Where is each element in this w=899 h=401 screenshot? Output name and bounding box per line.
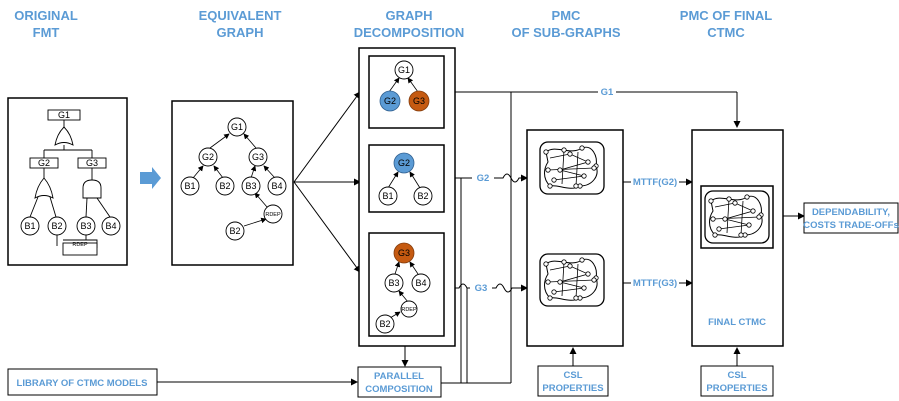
- csl-properties-box-1: CSL PROPERTIES: [537, 365, 609, 397]
- sub2-g2-label: G2: [398, 158, 410, 168]
- eg-b1-label: B1: [184, 181, 195, 191]
- or-gate-icon: [54, 126, 74, 146]
- parallel-line: COMPOSITION: [365, 384, 433, 395]
- output-line: DEPENDABILITY,: [812, 207, 890, 218]
- final-ctmc-panel: FINAL CTMC: [691, 129, 784, 347]
- connector-mttf-g3-label: MTTF(G3): [633, 278, 677, 289]
- parallel-composition-box: PARALLEL COMPOSITION: [357, 366, 442, 398]
- connector-g1-label: G1: [601, 87, 614, 98]
- header-line: OF SUB-GRAPHS: [511, 25, 620, 40]
- final-ctmc-model-icon: [704, 190, 770, 244]
- header-pmc-final: PMC OF FINAL CTMC: [680, 8, 772, 40]
- pmc-subgraphs-panel: [526, 129, 624, 347]
- sub3-rdep-label: RDEP: [401, 307, 417, 313]
- csl1-line: PROPERTIES: [542, 383, 603, 394]
- header-line: PMC: [552, 8, 582, 23]
- eg-g3-label: G3: [252, 152, 264, 162]
- sub3-g3-label: G3: [398, 248, 410, 258]
- library-box: LIBRARY OF CTMC MODELS: [7, 368, 158, 396]
- connector-mttf-g2-label: MTTF(G2): [633, 177, 677, 188]
- eg-b3-label: B3: [245, 181, 256, 191]
- rdep-gate: [62, 242, 98, 256]
- eg-g1-label: G1: [231, 122, 243, 132]
- fmt-b3-label: B3: [80, 221, 91, 231]
- eg-rdep-label: RDEP: [265, 212, 281, 218]
- transform-arrow-icon: [140, 167, 161, 189]
- equivalent-graph-panel: G1 G2 G3 B1 B2 B3 B4 RDEP B2: [171, 100, 294, 266]
- connector-g3-label: G3: [475, 283, 488, 294]
- header-line: FMT: [33, 25, 60, 40]
- header-line: EQUIVALENT: [199, 8, 282, 23]
- header-original-fmt: ORIGINAL FMT: [14, 8, 78, 40]
- final-ctmc-label: FINAL CTMC: [708, 317, 766, 328]
- ctmc-g3-model-icon: [539, 253, 605, 307]
- csl1-line: CSL: [564, 370, 583, 381]
- fmt-b2-label: B2: [51, 221, 62, 231]
- header-line: ORIGINAL: [14, 8, 78, 23]
- sub1-g1-label: G1: [398, 65, 410, 75]
- eg-g2-label: G2: [202, 152, 214, 162]
- header-equivalent-graph: EQUIVALENT GRAPH: [199, 8, 282, 40]
- or-gate-icon: [34, 177, 54, 199]
- header-line: CTMC: [707, 25, 745, 40]
- output-box: DEPENDABILITY, COSTS TRADE-OFFs: [803, 202, 899, 234]
- fmt-panel: G1 G2 G3 B1 B2 B3 B4 RDEP: [7, 97, 128, 266]
- library-label: LIBRARY OF CTMC MODELS: [17, 378, 148, 389]
- ctmc-g2-model-icon: [539, 141, 605, 195]
- csl2-line: CSL: [728, 370, 747, 381]
- sub1-g2-label: G2: [384, 96, 396, 106]
- parallel-line: PARALLEL: [374, 371, 424, 382]
- header-line: PMC OF FINAL: [680, 8, 772, 23]
- fmt-rdep-label: RDEP: [72, 242, 88, 248]
- header-line: DECOMPOSITION: [354, 25, 465, 40]
- output-line: COSTS TRADE-OFFs: [803, 220, 899, 231]
- sub2-b1-label: B1: [382, 191, 393, 201]
- eg-b2-label: B2: [219, 181, 230, 191]
- csl-properties-box-2: CSL PROPERTIES: [700, 365, 774, 397]
- fmt-g2-label: G2: [38, 158, 50, 168]
- fmt-g3-label: G3: [86, 158, 98, 168]
- sub2-b2-label: B2: [417, 191, 428, 201]
- sub3-b4-label: B4: [415, 278, 426, 288]
- eg-b4-label: B4: [271, 181, 282, 191]
- sub3-b2-label: B2: [379, 319, 390, 329]
- sub1-g3-label: G3: [413, 96, 425, 106]
- header-pmc-subgraphs: PMC OF SUB-GRAPHS: [511, 8, 620, 40]
- fmt-b4-label: B4: [105, 221, 116, 231]
- connector-g2-label: G2: [477, 173, 490, 184]
- fmt-b1-label: B1: [24, 221, 35, 231]
- eg-b2b-label: B2: [229, 226, 240, 236]
- sub3-b3-label: B3: [388, 278, 399, 288]
- header-line: GRAPH: [386, 8, 433, 23]
- header-line: GRAPH: [217, 25, 264, 40]
- decomposition-panel: G1 G2 G3 G2 B1 B2 G3 B3 B4 RDEP B2: [358, 47, 456, 347]
- and-gate-icon: [82, 179, 102, 199]
- fmt-g1-label: G1: [58, 110, 70, 120]
- header-graph-decomposition: GRAPH DECOMPOSITION: [354, 8, 465, 40]
- csl2-line: PROPERTIES: [706, 383, 767, 394]
